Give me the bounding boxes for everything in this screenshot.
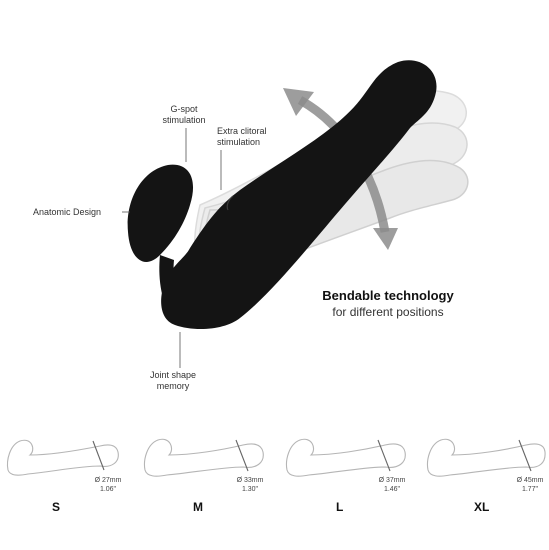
size-s-in: 1.06" — [99, 486, 117, 493]
gspot-label: G-spot stimulation — [152, 104, 216, 126]
size-s-mm: Ø 27mm — [94, 477, 122, 484]
size-outline-l — [285, 438, 406, 477]
clitoral-label-line1: Extra clitoral — [217, 126, 267, 136]
size-l-mm: Ø 37mm — [378, 477, 406, 484]
size-l-letter: L — [336, 500, 344, 514]
headline-subtitle: for different positions — [332, 305, 444, 319]
leader-lines — [122, 128, 222, 368]
size-s-dimensions: Ø 27mm 1.06" — [88, 476, 128, 494]
gspot-label-line1: G-spot — [170, 104, 198, 114]
clitoral-label: Extra clitoral stimulation — [217, 126, 297, 148]
size-outline-m — [143, 438, 264, 477]
size-m-letter: M — [193, 500, 203, 514]
size-outline-s — [6, 439, 119, 476]
size-l-in: 1.46" — [383, 486, 401, 493]
size-outline-xl — [426, 438, 546, 477]
anatomic-label: Anatomic Design — [33, 207, 102, 217]
size-xl-dimensions: Ø 45mm 1.77" — [510, 476, 549, 494]
size-m-in: 1.30" — [241, 486, 259, 493]
headline-title: Bendable technology — [322, 288, 454, 303]
joint-label-line2: memory — [156, 381, 190, 391]
size-m-dimensions: Ø 33mm 1.30" — [230, 476, 270, 494]
size-l-dimensions: Ø 37mm 1.46" — [372, 476, 412, 494]
headline: Bendable technology for different positi… — [293, 288, 483, 320]
joint-label-line1: Joint shape — [149, 370, 197, 380]
product-black — [127, 60, 437, 330]
size-xl-mm: Ø 45mm — [516, 477, 544, 484]
size-m-mm: Ø 33mm — [236, 477, 264, 484]
size-xl-letter: XL — [474, 500, 490, 514]
size-s-letter: S — [52, 500, 61, 514]
size-xl-in: 1.77" — [521, 486, 539, 493]
gspot-label-line2: stimulation — [162, 115, 206, 125]
clitoral-label-line2: stimulation — [217, 137, 261, 147]
size-outlines — [6, 438, 546, 477]
joint-label: Joint shape memory — [138, 370, 208, 392]
